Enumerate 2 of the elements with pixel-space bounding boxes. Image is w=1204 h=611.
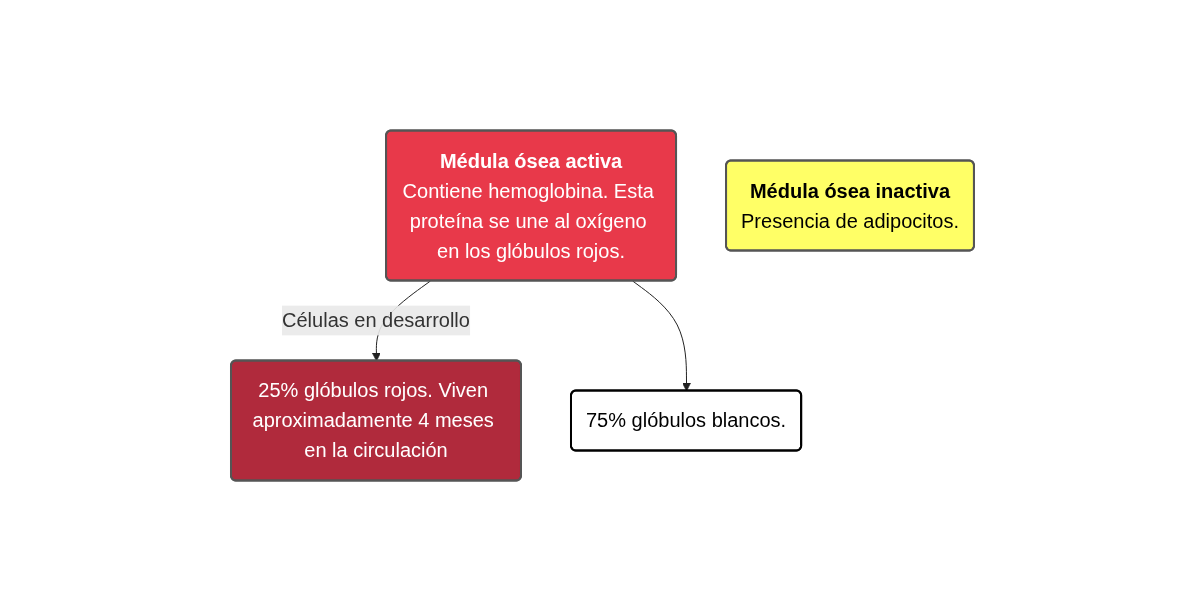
arrow — [631, 280, 691, 392]
edge-label: Células en desarrollo — [281, 309, 470, 332]
